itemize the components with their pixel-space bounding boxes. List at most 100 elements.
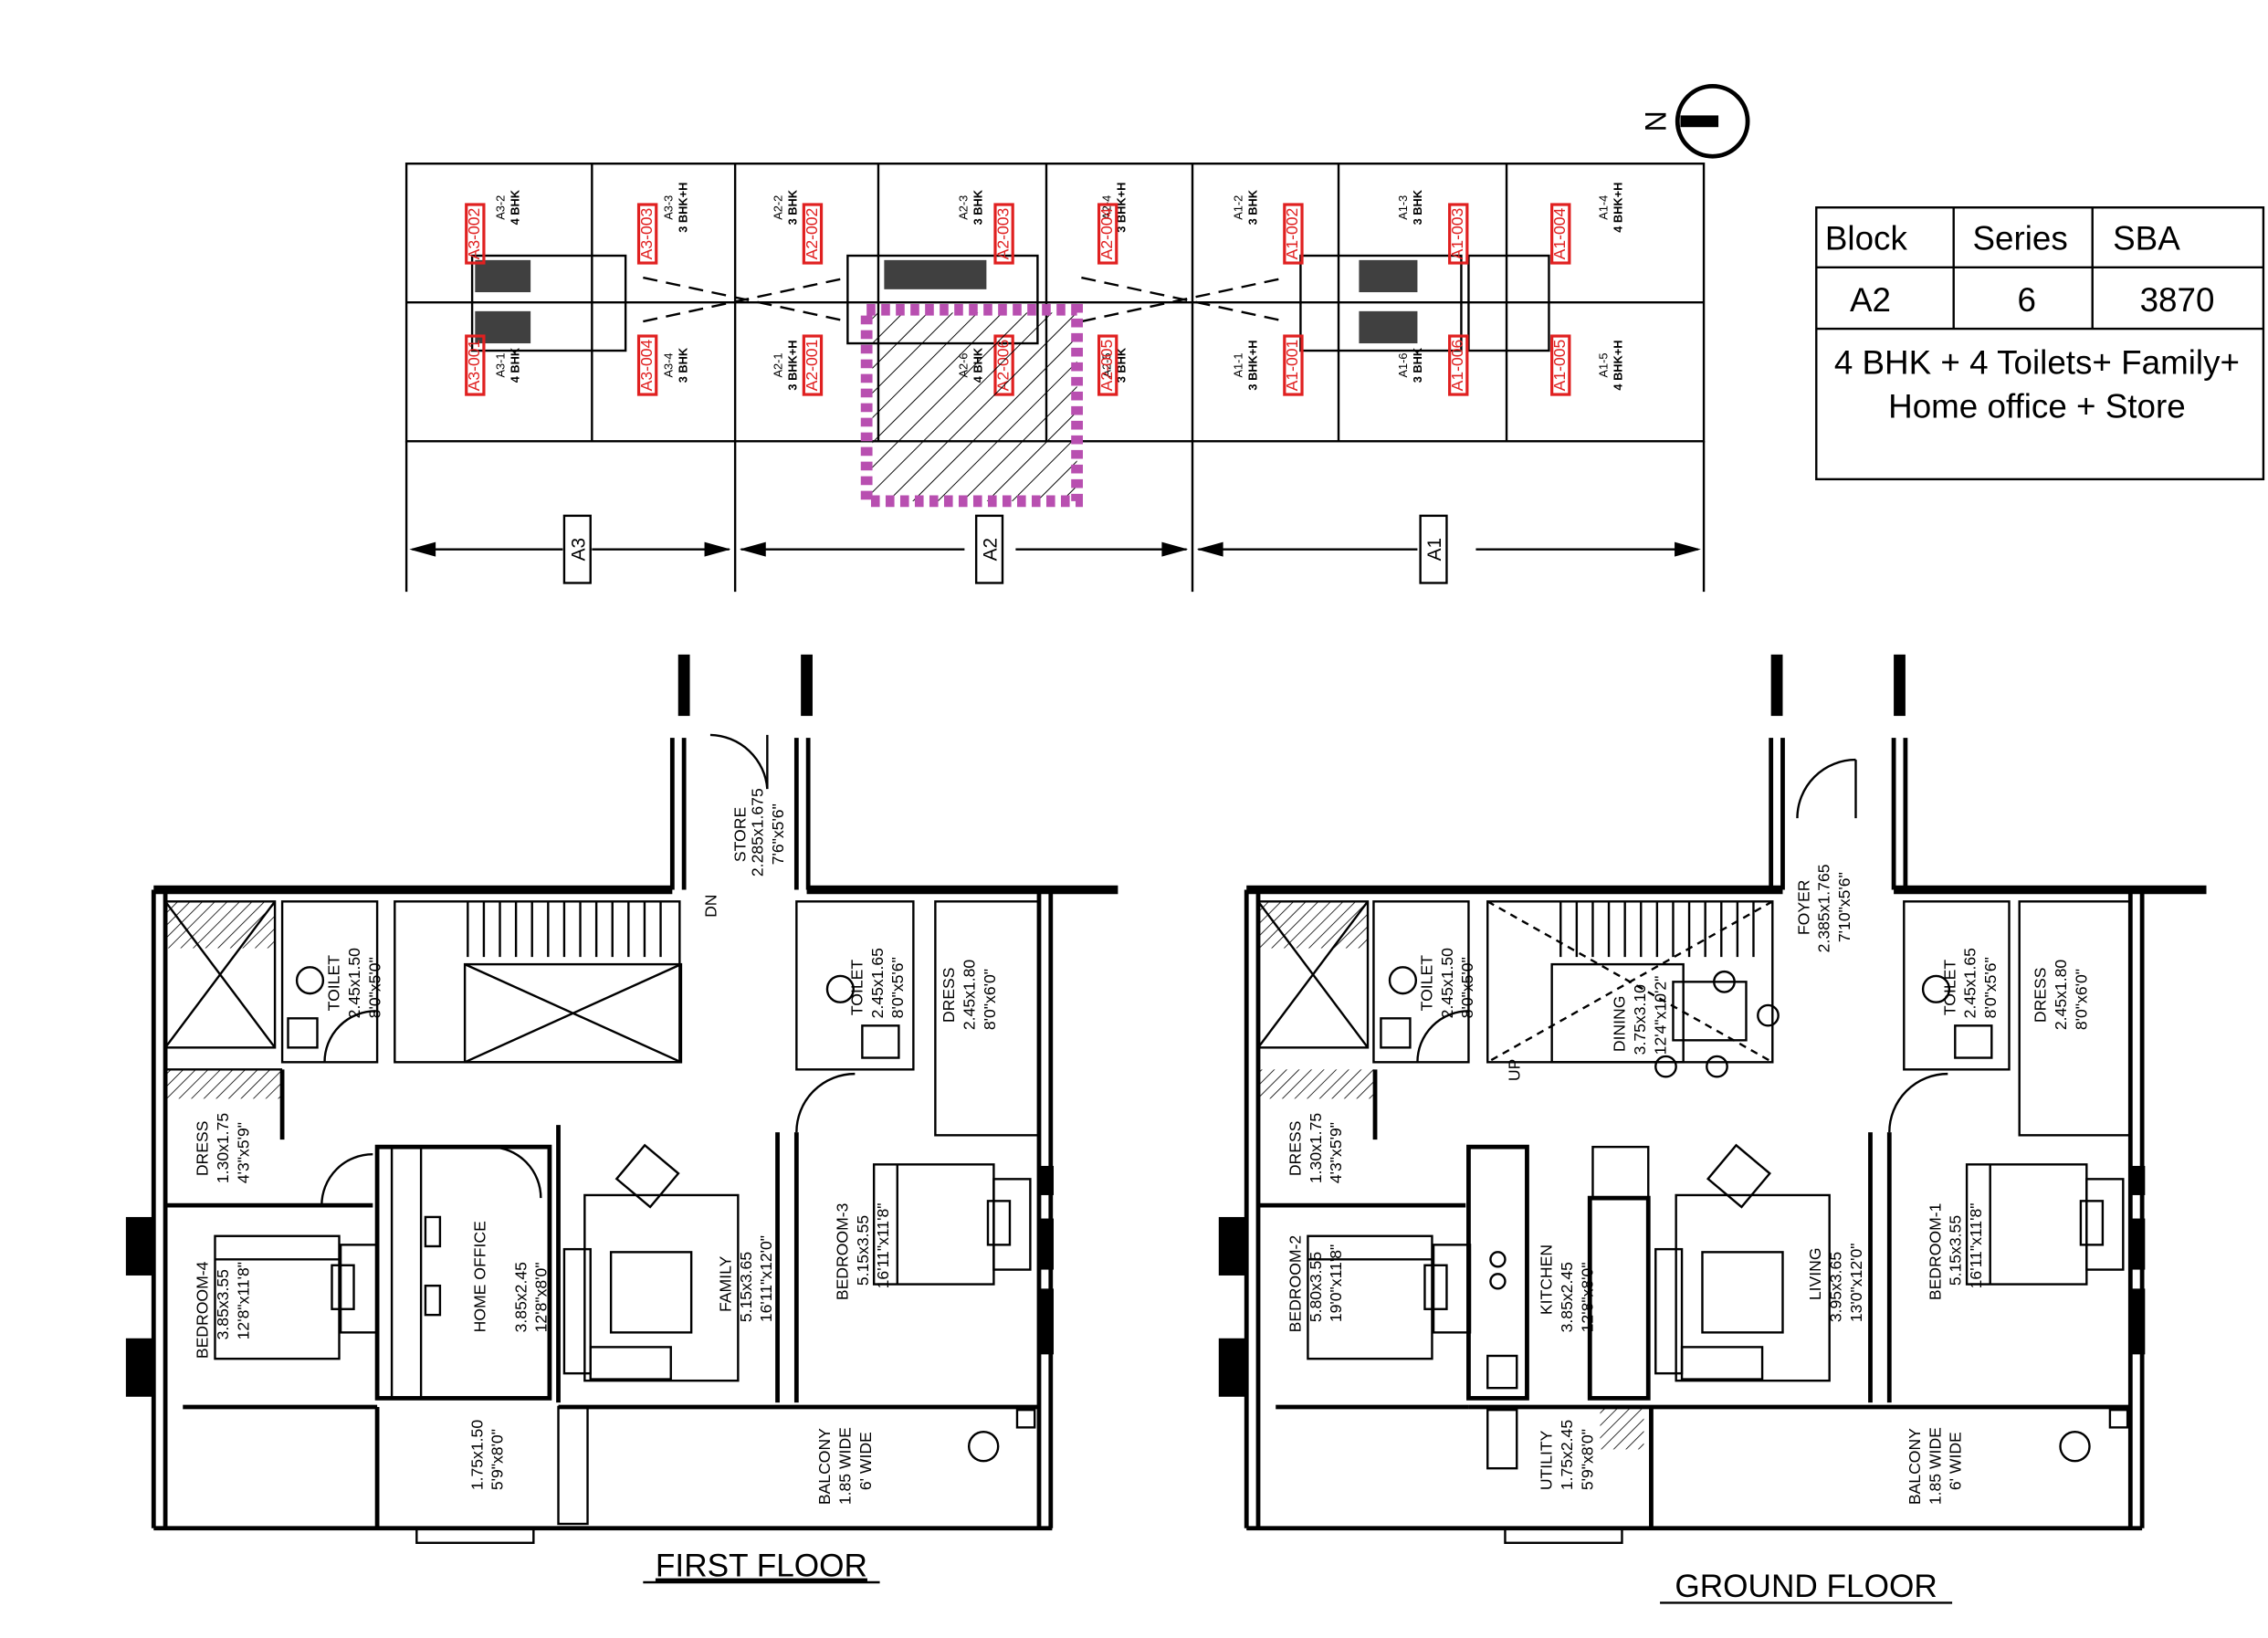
table-header-sba: SBA [2113, 220, 2180, 257]
unit-tag-type: 3 BHK [1245, 189, 1259, 225]
unit-tag-code: A2-4 [1099, 195, 1113, 220]
unit-number-label: A3-001 [465, 340, 483, 392]
table-header-block: Block [1825, 220, 1908, 257]
unit-tag-type: 4 BHK+H [1611, 340, 1624, 390]
unit-tag-code: A3-3 [661, 195, 675, 220]
unit-tag-code: A2-2 [771, 195, 784, 220]
unit-tag-code: A1-6 [1396, 353, 1410, 378]
table-value-block: A2 [1850, 281, 1891, 319]
unit-number-label: A1-006 [1448, 339, 1466, 391]
gf-bedroom1-metric: 5.15x3.55 [1947, 1215, 1965, 1286]
unit-number-label: A2-004 [1097, 207, 1116, 259]
unit-number-label: A3-002 [465, 208, 483, 260]
unit-tag-code: A1-4 [1596, 195, 1610, 220]
gf-bedroom1-name: BEDROOM-1 [1926, 1203, 1944, 1301]
unit-tag-code: A1-1 [1231, 353, 1244, 378]
ff-toilet-right-name: TOILET [847, 960, 866, 1016]
gf-kitchen-name: KITCHEN [1538, 1244, 1556, 1315]
gf-bedroom2-name: BEDROOM-2 [1286, 1235, 1304, 1333]
table-description-line1: 4 BHK + 4 Toilets+ Family+ [1834, 344, 2240, 382]
gf-dining-imperial: 12'4"x10'2" [1651, 976, 1669, 1055]
unit-number-box [802, 203, 824, 265]
unit-tag-code: A2-5 [1099, 353, 1113, 378]
ff-stair-label: DN [701, 894, 719, 917]
first-floor-title: FIRST FLOOR [656, 1549, 867, 1584]
gf-bedroom2-metric: 5.80x3.55 [1307, 1252, 1325, 1322]
unit-info-table: Block Series SBA A2 6 3870 4 BHK + 4 Toi… [1815, 206, 2265, 481]
gf-living-imperial: 13'0"x12'0" [1847, 1243, 1865, 1322]
gf-foyer-name: FOYER [1794, 880, 1812, 936]
north-label: N [1639, 110, 1672, 131]
table-header-series: Series [1973, 220, 2068, 257]
ff-dress-left-metric: 1.30x1.75 [214, 1113, 232, 1183]
unit-tag-type: 3 BHK [1411, 189, 1424, 225]
block-dimension-line: A3 A2 A1 [404, 441, 1706, 593]
table-description-line2: Home office + Store [1888, 388, 2186, 425]
unit-number-box [465, 203, 486, 265]
unit-number-label: A2-002 [803, 208, 821, 260]
unit-tag-type: 3 BHK [1411, 347, 1424, 383]
gf-bedroom2-imperial: 19'0"x11'8" [1327, 1244, 1345, 1322]
gf-dress-left-imperial: 4'3"x5'9" [1327, 1122, 1345, 1183]
ff-store-imperial: 7'6"x5'6" [769, 803, 787, 865]
gf-dress-left-name: DRESS [1286, 1121, 1304, 1177]
ff-balcony-metric: 1.85 WIDE [836, 1427, 855, 1505]
gf-balcony-imperial: 6' WIDE [1947, 1432, 1965, 1490]
gf-utility-name: UTILITY [1538, 1430, 1556, 1490]
unit-tag-type: 4 BHK+H [1611, 183, 1624, 233]
ff-utility-metric: 1.75x1.50 [467, 1420, 486, 1490]
unit-tag-type: 3 BHK+H [785, 340, 799, 390]
ff-bedroom4-metric: 3.85x3.55 [214, 1269, 232, 1339]
ff-utility-imperial: 5'9"x8'0" [488, 1429, 507, 1490]
ground-floor-title: GROUND FLOOR [1675, 1569, 1937, 1604]
unit-number-label: A2-003 [993, 207, 1012, 259]
gf-utility-imperial: 5'9"x8'0" [1578, 1429, 1596, 1490]
first-floor-plan: DN STORE 2.285x1.675 7'6"x5'6" TOILET 2.… [125, 654, 1118, 1584]
unit-number-label: A1-002 [1283, 208, 1301, 260]
unit-number-label: A1-005 [1550, 339, 1569, 391]
ff-toilet-left-imperial: 8'0"x5'0" [365, 957, 383, 1018]
unit-tag-type: 3 BHK+H [676, 183, 689, 233]
unit-tag-type: 3 BHK [971, 189, 985, 225]
gf-balcony-metric: 1.85 WIDE [1926, 1427, 1944, 1505]
ff-balcony-imperial: 6' WIDE [856, 1432, 875, 1490]
gf-dress-right-name: DRESS [2032, 968, 2050, 1024]
ff-dress-right-imperial: 8'0"x6'0" [981, 969, 999, 1030]
ff-balcony-name: BALCONY [815, 1428, 834, 1505]
block-label-a2: A2 [981, 538, 1002, 561]
gf-utility-metric: 1.75x2.45 [1558, 1420, 1576, 1490]
gf-toilet-left-imperial: 8'0"x5'0" [1458, 957, 1476, 1018]
gf-toilet-right-name: TOILET [1940, 960, 1958, 1016]
unit-tag-type: 4 BHK [508, 347, 521, 383]
unit-tag-code: A1-3 [1396, 195, 1410, 220]
gf-living-name: LIVING [1806, 1247, 1824, 1300]
ff-home-office-imperial: 12'8"x8'0" [532, 1262, 551, 1332]
ff-dress-left-name: DRESS [193, 1121, 211, 1177]
gf-dress-right-metric: 2.45x1.80 [2052, 960, 2070, 1030]
gf-living-metric: 3.95x3.65 [1826, 1252, 1844, 1322]
ff-bedroom3-name: BEDROOM-3 [833, 1202, 851, 1300]
gf-kitchen-imperial: 12'8"x8'0" [1578, 1262, 1596, 1332]
unit-number-label: A2-001 [803, 340, 821, 392]
key-plan: N [404, 84, 1750, 593]
gf-toilet-left-metric: 2.45x1.50 [1438, 948, 1456, 1018]
unit-number-label: A3-004 [637, 339, 656, 391]
unit-number-box [1283, 334, 1304, 396]
gf-bedroom1-imperial: 16'11"x11'8" [1967, 1202, 1985, 1288]
key-plan-outline [404, 163, 1706, 443]
unit-tag-code: A3-2 [493, 195, 507, 220]
ff-dress-right-name: DRESS [940, 968, 958, 1024]
unit-number-box [1448, 334, 1469, 396]
gf-toilet-right-metric: 2.45x1.65 [1961, 948, 1979, 1018]
gf-balcony-name: BALCONY [1906, 1428, 1924, 1505]
unit-tag-code: A3-1 [493, 353, 507, 378]
unit-tag-type: 4 BHK [508, 189, 521, 225]
unit-number-box [1283, 203, 1304, 265]
gf-dining-metric: 3.75x3.10 [1631, 984, 1649, 1055]
ff-family-imperial: 16'11"x12'0" [757, 1235, 775, 1322]
unit-tag-code: A2-3 [957, 195, 971, 220]
unit-number-box [636, 203, 658, 265]
ff-bedroom3-metric: 5.15x3.55 [854, 1215, 872, 1286]
